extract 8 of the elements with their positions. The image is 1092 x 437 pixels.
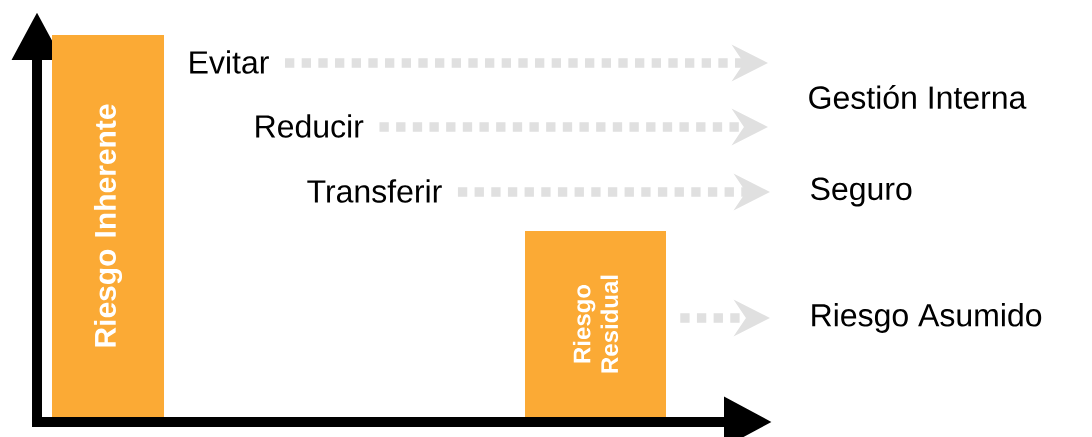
risk-bar: Riesgo Residual xyxy=(525,231,666,417)
action-label: Transferir xyxy=(307,179,442,203)
outcome-label: Riesgo Asumido xyxy=(812,303,1042,333)
risk-bar: Riesgo Inherente xyxy=(52,35,164,417)
outcome-label: Gestión Interna xyxy=(809,85,1027,109)
action-label: Evitar xyxy=(190,50,269,74)
outcome-label: Seguro xyxy=(811,177,912,207)
action-label: Reducir xyxy=(256,114,364,138)
